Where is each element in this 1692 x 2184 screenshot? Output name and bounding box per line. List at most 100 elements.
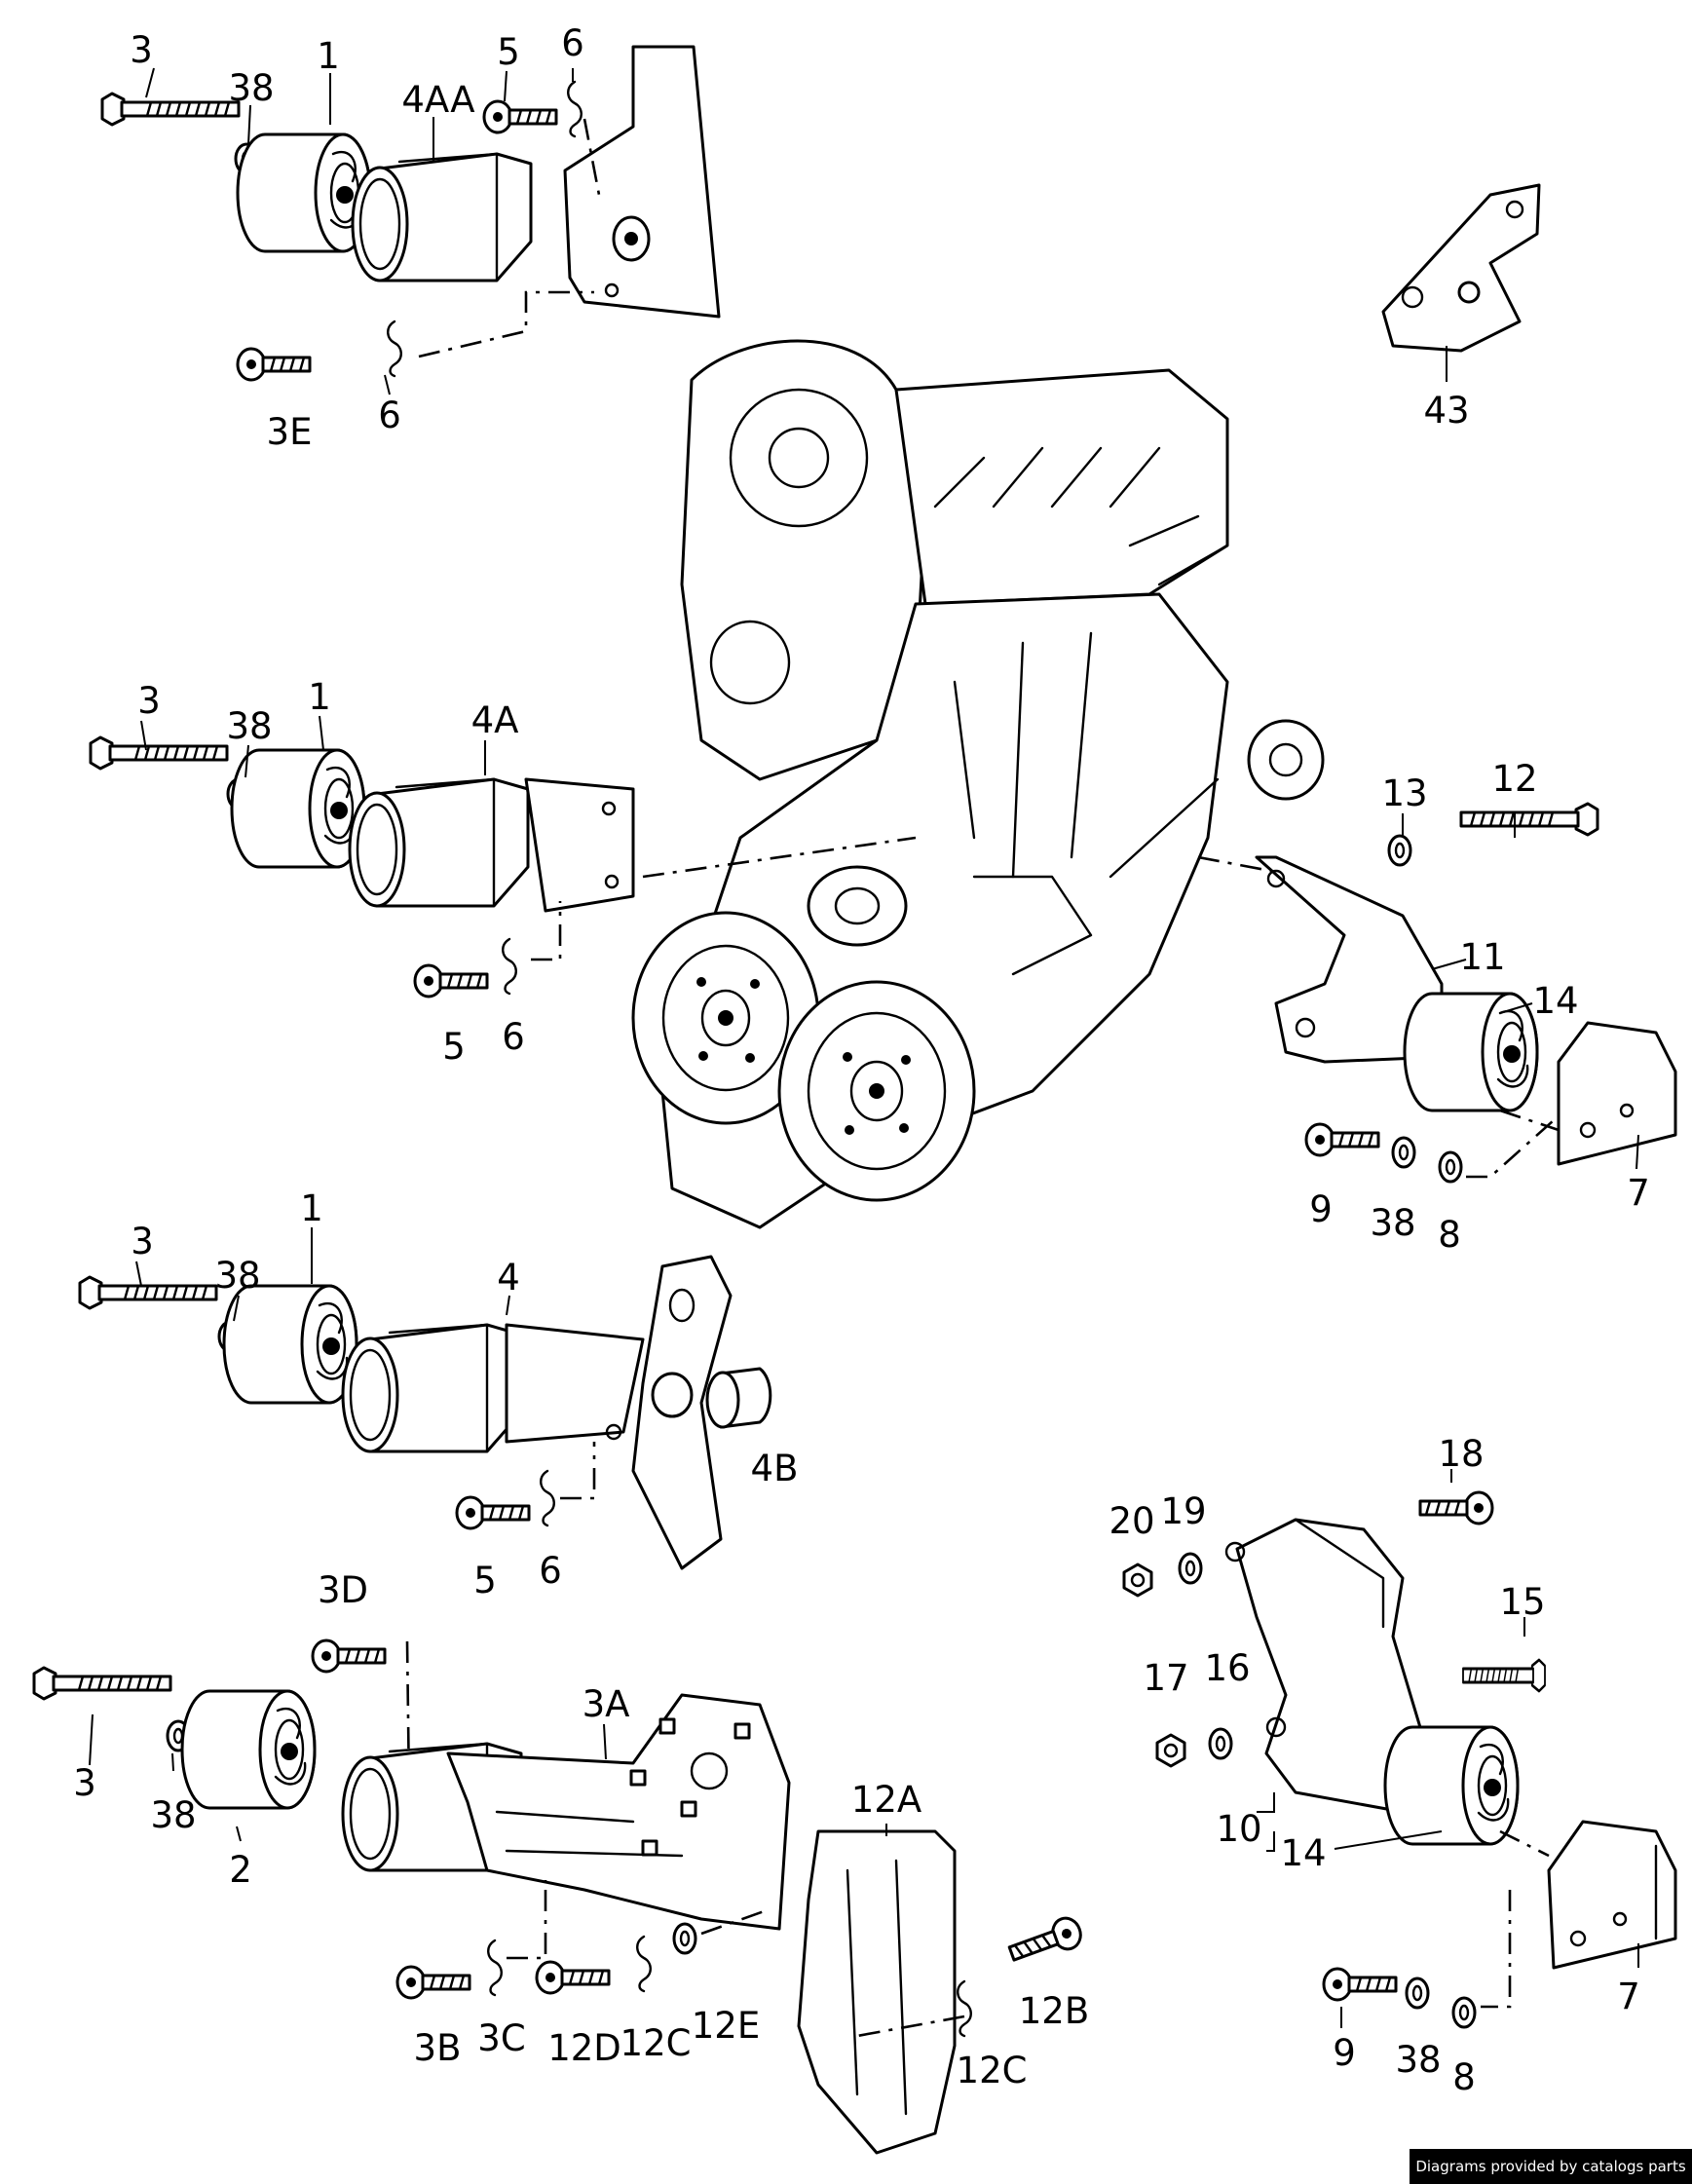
callout-12C-b: 12C — [957, 2050, 1028, 2091]
callout-7-b: 7 — [1617, 1976, 1640, 2017]
group-lower-left — [78, 1255, 772, 1570]
group-top-left — [100, 45, 721, 382]
clip-6 — [567, 80, 583, 138]
callout-14: 14 — [1532, 980, 1578, 1022]
mount-4AA — [351, 152, 533, 282]
bolt-5-c — [455, 1495, 531, 1530]
bolt-3B — [395, 1965, 471, 2000]
group-bottom-right — [1122, 1490, 1677, 2029]
callout-3-b: 3 — [137, 680, 161, 722]
callout-3A: 3A — [583, 1683, 630, 1725]
rubber-bushing-2 — [180, 1689, 317, 1810]
callout-3B: 3B — [414, 2027, 462, 2069]
callout-12A: 12A — [851, 1779, 921, 1821]
callout-15: 15 — [1499, 1581, 1545, 1623]
cylinder-head — [894, 368, 1229, 606]
callout-4B: 4B — [751, 1448, 799, 1489]
callout-4AA: 4AA — [401, 79, 474, 121]
washer-8 — [1438, 1150, 1463, 1184]
rubber-mount-14 — [1403, 992, 1539, 1112]
callout-12: 12 — [1491, 758, 1537, 800]
bolt-12D — [535, 1960, 611, 1995]
diagram-credit: Diagrams provided by catalogs parts — [1410, 2149, 1692, 2184]
group-bottom-left — [32, 1638, 1087, 2155]
callout-6: 6 — [561, 22, 584, 64]
callout-4A: 4A — [471, 699, 519, 741]
callout-9-b: 9 — [1333, 2032, 1356, 2074]
callout-7: 7 — [1627, 1172, 1650, 1214]
callout-38-b: 38 — [226, 705, 272, 747]
callout-38: 38 — [228, 67, 274, 109]
rubber-bushing-1-b — [230, 748, 366, 869]
bolt-5-b — [413, 963, 489, 998]
callout-19: 19 — [1160, 1490, 1206, 1532]
callout-38-f: 38 — [1395, 2039, 1441, 2081]
callout-18: 18 — [1438, 1433, 1484, 1475]
clip-6-c — [502, 937, 517, 996]
callout-20: 20 — [1109, 1500, 1154, 1542]
mount-4A — [348, 777, 530, 908]
callout-10: 10 — [1216, 1808, 1261, 1850]
mount-plate-7 — [1557, 1021, 1677, 1166]
callout-8-b: 8 — [1452, 2056, 1476, 2098]
callout-17: 17 — [1143, 1657, 1188, 1699]
washer-38-c — [1391, 1136, 1416, 1169]
rubber-bushing-1-c — [222, 1284, 358, 1405]
callout-3E: 3E — [267, 411, 313, 453]
clip-12C-b — [957, 1979, 972, 2038]
leader-lines — [89, 67, 1639, 2028]
bolt-9 — [1304, 1122, 1380, 1157]
bracket-43 — [1381, 183, 1541, 382]
bolt-5 — [482, 99, 558, 134]
bolt-9-b — [1322, 1967, 1398, 2002]
bracket-11 — [1255, 855, 1444, 1064]
callout-5: 5 — [497, 31, 520, 73]
engine-block — [631, 339, 1325, 1229]
group-middle-right — [1255, 802, 1677, 1184]
callout-38-d: 38 — [214, 1255, 260, 1297]
nut-20 — [1122, 1563, 1153, 1598]
callout-14-b: 14 — [1280, 1832, 1326, 1874]
bolt-3-b — [89, 735, 229, 771]
callout-8: 8 — [1438, 1214, 1461, 1256]
callout-4: 4 — [497, 1257, 520, 1299]
bolt-3 — [100, 92, 241, 127]
rubber-bushing-1 — [236, 132, 372, 253]
bolt-3D — [311, 1638, 387, 1674]
callout-11: 11 — [1459, 936, 1505, 978]
callout-12E: 12E — [692, 2005, 760, 2047]
callout-1: 1 — [317, 35, 340, 77]
bolt-3-d — [32, 1666, 172, 1701]
callout-6-d: 6 — [539, 1550, 562, 1592]
mount-4 — [341, 1323, 523, 1453]
clip-3C — [487, 1939, 503, 1997]
washer-16 — [1208, 1727, 1233, 1760]
callout-13: 13 — [1381, 772, 1427, 814]
callout-16: 16 — [1204, 1647, 1250, 1689]
callout-6b: 6 — [378, 395, 401, 436]
callout-6-c: 6 — [502, 1016, 525, 1058]
callout-2: 2 — [229, 1849, 252, 1891]
callout-43: 43 — [1423, 390, 1469, 432]
callout-38-e: 38 — [150, 1794, 196, 1836]
group-middle-left — [89, 735, 635, 998]
callout-9: 9 — [1309, 1188, 1333, 1230]
bolt-12 — [1459, 802, 1599, 837]
stud-3E — [236, 347, 312, 382]
bracket-12A — [797, 1829, 957, 2155]
clip-12C — [636, 1935, 652, 1993]
callout-labels: 3 38 1 4AA 5 6 3E 6 43 3 38 1 4A 5 6 13 … — [73, 22, 1650, 2098]
callout-1-b: 1 — [308, 676, 331, 718]
nut-17 — [1155, 1733, 1186, 1768]
callout-38-c: 38 — [1370, 1202, 1415, 1244]
washer-12E — [672, 1922, 697, 1955]
clip-6b — [387, 320, 402, 378]
washer-8-b — [1451, 1996, 1477, 2029]
callout-12B: 12B — [1019, 1990, 1089, 2032]
washer-19 — [1178, 1552, 1203, 1585]
bolt-12B — [1004, 1912, 1087, 1971]
callout-3-c: 3 — [131, 1221, 154, 1262]
bolt-18 — [1418, 1490, 1494, 1525]
callout-3: 3 — [130, 29, 153, 71]
